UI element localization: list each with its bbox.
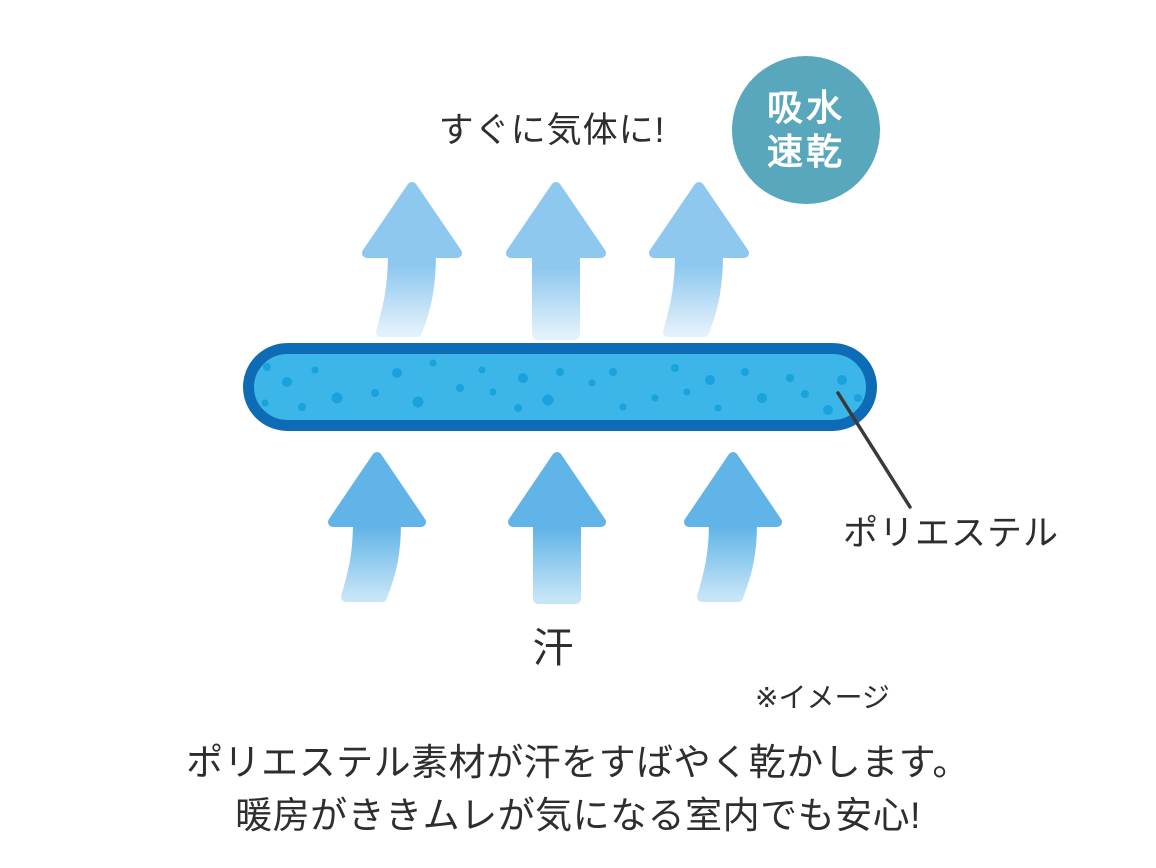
fabric-dot [371, 389, 379, 397]
fabric-dot [331, 392, 343, 404]
image-disclaimer-note: ※イメージ [755, 682, 890, 713]
fabric-dot [786, 374, 794, 382]
fabric-dot [392, 368, 402, 378]
fabric-dot [609, 368, 617, 376]
fabric-dot [429, 359, 437, 367]
absorb-quick-dry-badge: 吸水 速乾 [732, 56, 880, 204]
fabric-dot [542, 394, 554, 406]
fabric-dot [412, 396, 424, 408]
fabric-dot [298, 403, 306, 411]
fabric-dot [514, 404, 522, 412]
description-text: ポリエステル素材が汗をすばやく乾かします。 暖房がききムレが気になる室内でも安心… [0, 736, 1156, 842]
sweat-up-arrow-icon [684, 452, 782, 602]
fabric-dot [456, 384, 464, 392]
fabric-dot [837, 375, 847, 385]
fabric-dot [671, 364, 679, 372]
badge-line-dry: 速乾 [766, 131, 845, 172]
sweat-up-arrow-icon [328, 452, 426, 602]
polyester-fabric-bar [243, 343, 877, 431]
fabric-texture-dots [261, 359, 862, 415]
description-line-2: 暖房がききムレが気になる室内でも安心! [235, 795, 921, 836]
fabric-dot [311, 366, 319, 374]
fabric-dot [714, 404, 722, 412]
polyester-leader-line [836, 391, 912, 509]
gas-label: すぐに気体に! [438, 111, 666, 150]
fabric-dot [619, 403, 627, 411]
fabric-dot [683, 388, 691, 396]
fabric-dot [263, 363, 271, 371]
fabric-dot [556, 368, 564, 376]
sweat-up-arrow-icon [508, 452, 606, 604]
fabric-dot [651, 394, 659, 402]
vapor-up-arrow-icon [362, 182, 462, 337]
fabric-dot [518, 373, 528, 383]
fabric-dot [823, 405, 833, 415]
fabric-dot [282, 377, 292, 387]
fabric-dot [478, 366, 486, 374]
description-line-1: ポリエステル素材が汗をすばやく乾かします。 [186, 742, 970, 783]
fabric-dot [489, 388, 497, 396]
fabric-dot [854, 394, 862, 402]
sweat-label: 汗 [532, 625, 574, 671]
fabric-dot [261, 399, 269, 407]
fabric-dot [588, 379, 596, 387]
fabric-dot [705, 375, 715, 385]
fabric-dot [757, 393, 767, 403]
vapor-up-arrow-icon [506, 182, 606, 340]
badge-line-absorb: 吸水 [766, 87, 845, 129]
fabric-dot [741, 368, 749, 376]
fabric-dot [801, 390, 809, 398]
polyester-label: ポリエステル [843, 514, 1060, 553]
vapor-up-arrow-icon [649, 182, 749, 337]
